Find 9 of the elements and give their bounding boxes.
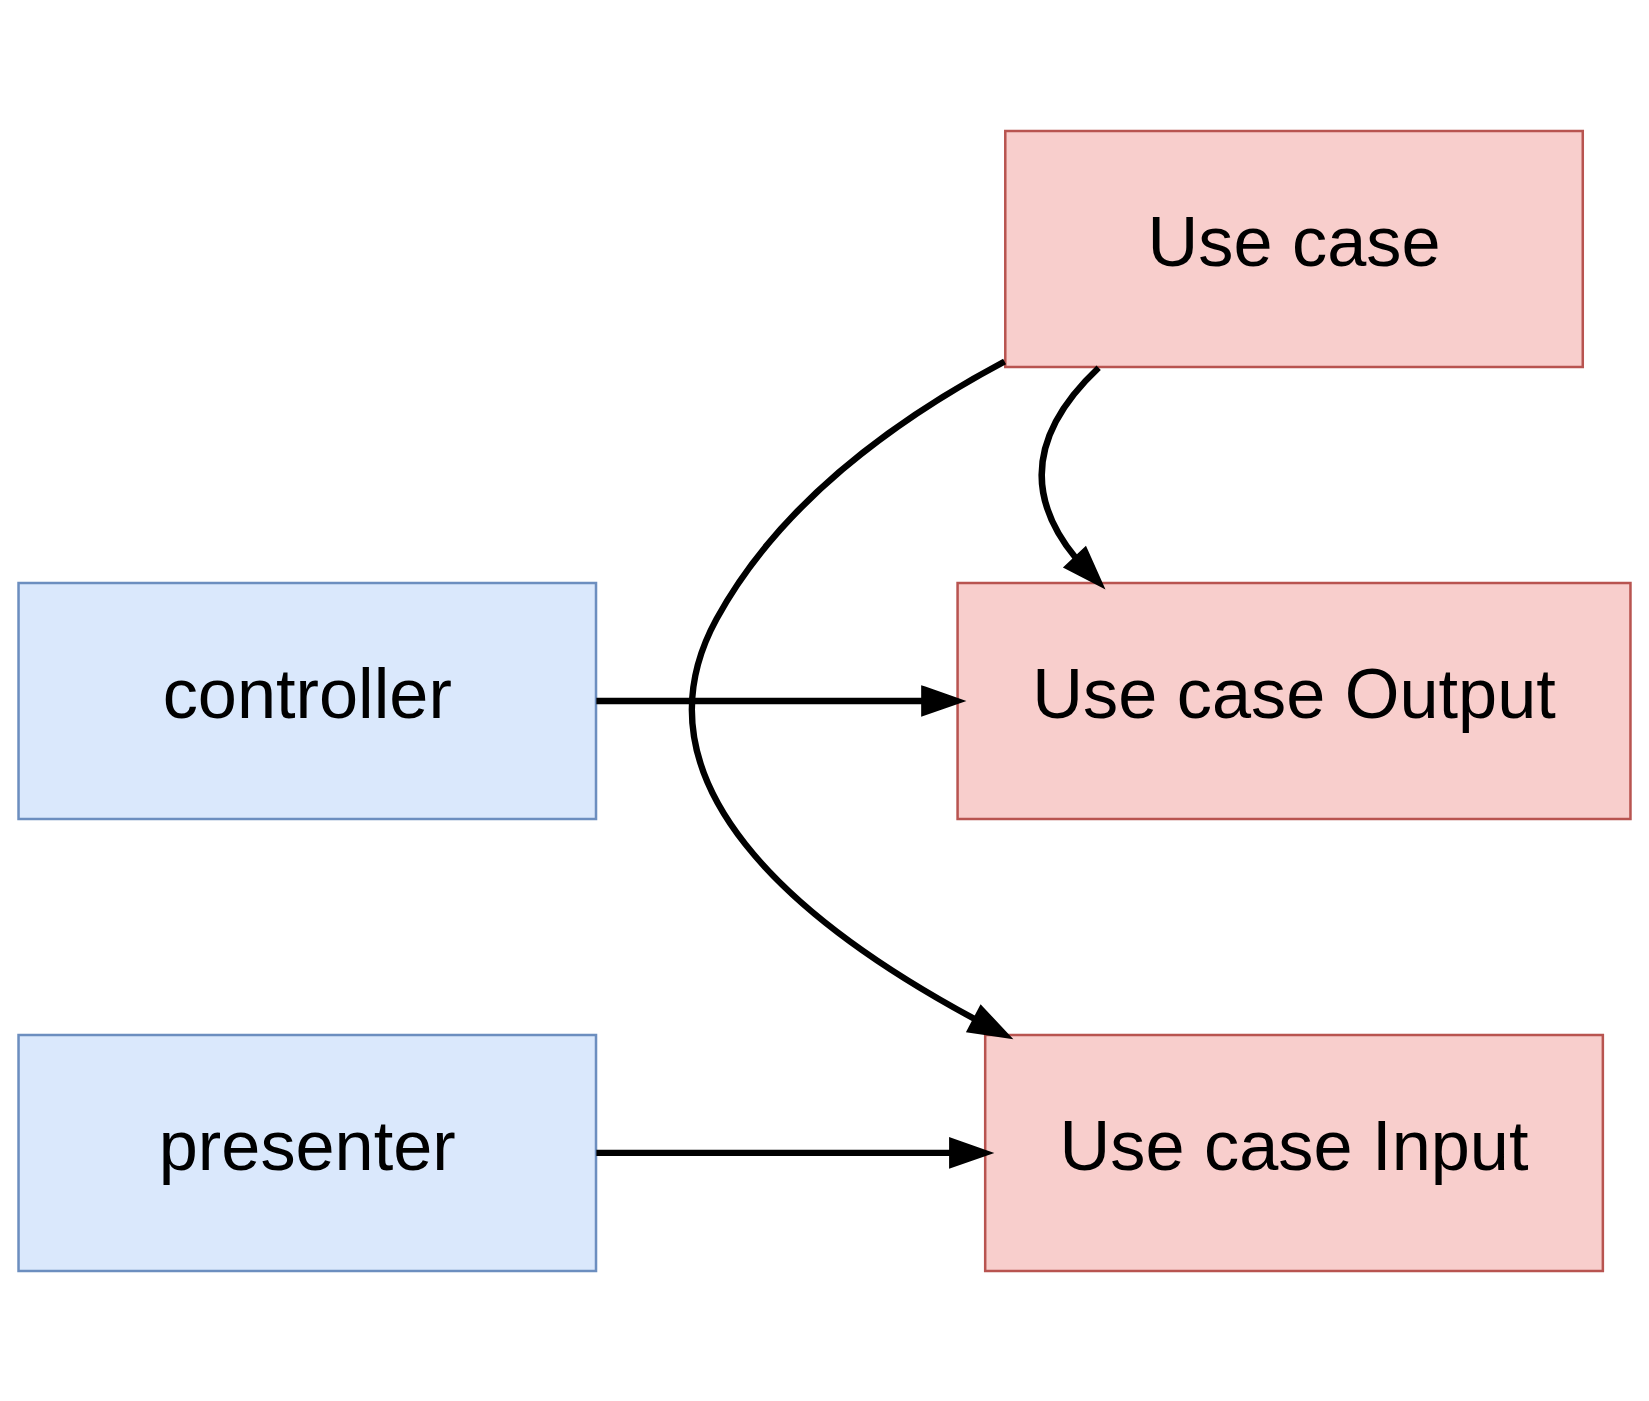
arrow <box>1038 364 1106 590</box>
arrow <box>596 684 967 717</box>
node-box: presenter <box>17 1033 598 1272</box>
node-box: Use case Output <box>956 581 1632 820</box>
arrow <box>689 358 1014 1039</box>
arrow <box>596 1136 995 1169</box>
node-box: controller <box>17 581 598 820</box>
node-box: Use case Input <box>983 1033 1605 1272</box>
node-box: Use case <box>1004 129 1585 368</box>
